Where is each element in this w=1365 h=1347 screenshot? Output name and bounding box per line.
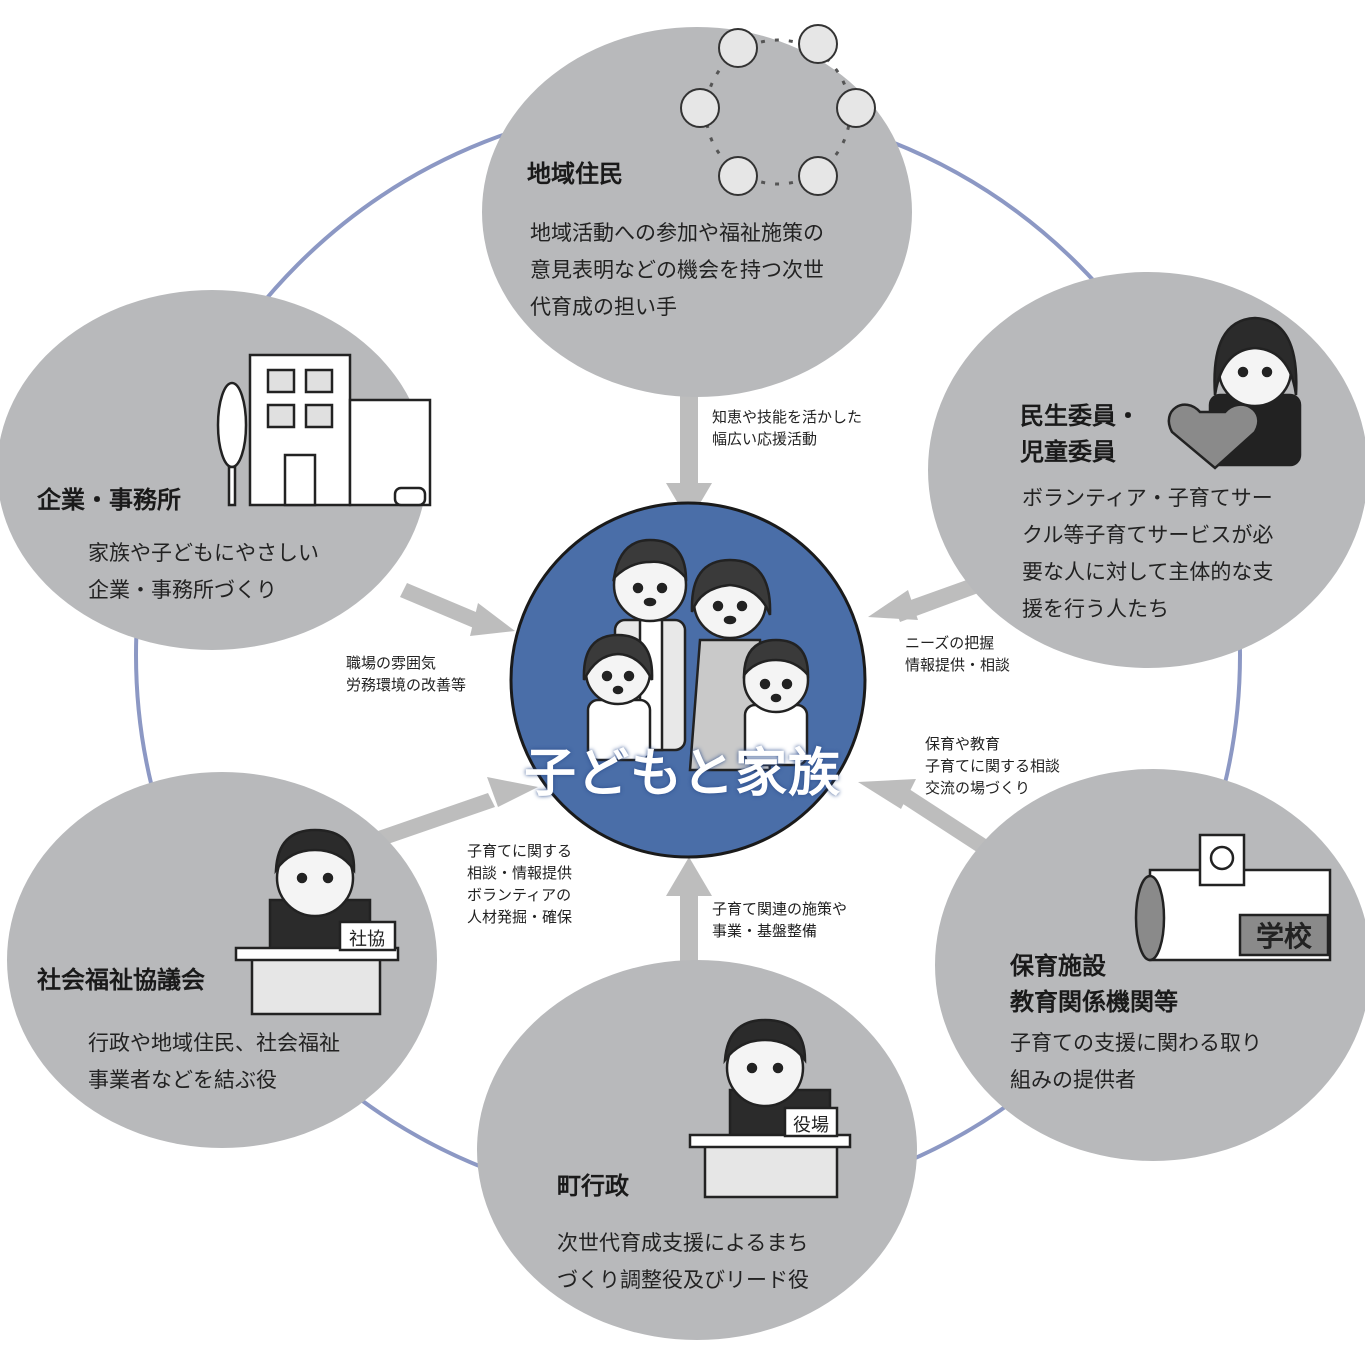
node-hoiku-title: 保育施設 教育関係機関等 [1010, 948, 1178, 1020]
arrow-shakyo-label: 子育てに関する 相談・情報提供 ボランティアの 人材発掘・確保 [467, 840, 572, 928]
node-chiiki-desc-line-1: 地域活動への参加や福祉施策の [530, 221, 824, 245]
node-hoiku-desc: 子育ての支援に関わる取り 組みの提供者 [1010, 1025, 1262, 1099]
center-label: 子どもと家族 [0, 742, 1365, 806]
nodes [0, 27, 1365, 1340]
node-kigyo-desc: 家族や子どもにやさしい 企業・事務所づくり [88, 535, 319, 609]
node-hoiku-desc-line-1: 子育ての支援に関わる取り [1010, 1031, 1262, 1055]
node-minsei-title-line-2: 児童委員 [1020, 438, 1116, 466]
node-gyosei-title: 町行政 [557, 1172, 629, 1200]
boy-figure [742, 638, 810, 767]
welfare-staff-icon [234, 828, 400, 1016]
node-chiiki-desc-line-3: 代育成の担い手 [530, 295, 677, 319]
arrow-chiiki-label-line-2: 幅広い応援活動 [712, 430, 818, 448]
node-gyosei-desc: 次世代育成支援によるまち づくり調整役及びリード役 [557, 1225, 809, 1299]
arrow-gyosei-label-line-2: 事業・基盤整備 [712, 922, 818, 940]
school-building-icon [1134, 833, 1332, 962]
arrow-shakyo-label-line-2: 相談・情報提供 [467, 864, 573, 882]
node-kigyo-desc-line-2: 企業・事務所づくり [88, 578, 277, 602]
arrow-gyosei-label: 子育て関連の施策や 事業・基盤整備 [712, 898, 847, 942]
office-building-icon [216, 353, 432, 507]
node-minsei-desc-line-3: 要な人に対して主体的な支 [1022, 560, 1274, 584]
arrow-kigyo-to-center [400, 583, 515, 636]
node-shakyo-desc: 行政や地域住民、社会福祉 事業者などを結ぶ役 [88, 1025, 340, 1099]
center-circle [509, 501, 867, 859]
node-minsei-desc: ボランティア・子育てサー クル等子育てサービスが必 要な人に対して主体的な支 援… [1022, 480, 1273, 628]
node-minsei-desc-line-4: 援を行う人たち [1022, 597, 1169, 621]
arrow-minsei-to-center [868, 577, 981, 622]
node-minsei-desc-line-2: クル等子育てサービスが必 [1022, 523, 1274, 547]
arrow-minsei-label: ニーズの把握 情報提供・相談 [905, 632, 1010, 676]
node-hoiku-title-line-1: 保育施設 [1010, 952, 1106, 980]
node-gyosei-desc-line-1: 次世代育成支援によるまち [557, 1231, 809, 1255]
node-hoiku [935, 769, 1365, 1161]
arrow-chiiki-label-line-1: 知恵や技能を活かした [712, 408, 863, 426]
node-shakyo-desc-line-2: 事業者などを結ぶ役 [88, 1068, 277, 1092]
node-kigyo-title: 企業・事務所 [37, 486, 181, 514]
arrow-kigyo-label-line-2: 労務環境の改善等 [346, 676, 467, 694]
school-sign: 学校 [1256, 920, 1313, 952]
residents-circle-icon [680, 24, 876, 196]
node-minsei-desc-line-1: ボランティア・子育てサー [1022, 486, 1273, 510]
node-shakyo-title: 社会福祉協議会 [37, 966, 205, 994]
node-chiiki-title: 地域住民 [527, 160, 623, 188]
node-hoiku-title-line-2: 教育関係機関等 [1010, 988, 1178, 1016]
node-hoiku-desc-line-2: 組みの提供者 [1010, 1068, 1136, 1092]
arrow-shakyo-label-line-3: ボランティアの [467, 886, 572, 904]
arrow-hoiku-label-line-3: 交流の場づくり [925, 779, 1031, 797]
node-shakyo-desc-line-1: 行政や地域住民、社会福祉 [88, 1031, 340, 1055]
town-office-sign: 役場 [793, 1115, 829, 1135]
arrow-shakyo-label-line-1: 子育てに関する [467, 842, 573, 860]
node-chiiki-desc: 地域活動への参加や福祉施策の 意見表明などの機会を持つ次世 代育成の担い手 [530, 215, 824, 326]
welfare-sign: 社協 [349, 929, 385, 949]
arrow-kigyo-label-line-1: 職場の雰囲気 [346, 654, 437, 672]
node-gyosei [477, 960, 917, 1340]
arrow-minsei-label-line-2: 情報提供・相談 [905, 656, 1011, 674]
arrow-chiiki-label: 知恵や技能を活かした 幅広い応援活動 [712, 406, 862, 450]
center-label-text: 子どもと家族 [524, 744, 841, 804]
node-chiiki [482, 27, 912, 397]
node-minsei-title: 民生委員・ 児童委員 [1020, 398, 1140, 470]
node-gyosei-desc-line-2: づくり調整役及びリード役 [557, 1268, 809, 1292]
arrow-shakyo-label-line-4: 人材発掘・確保 [467, 908, 573, 926]
arrow-hoiku-label: 保育や教育 子育てに関する相談 交流の場づくり [925, 733, 1060, 799]
arrow-kigyo-label: 職場の雰囲気 労務環境の改善等 [346, 652, 466, 696]
node-kigyo-desc-line-1: 家族や子どもにやさしい [88, 541, 319, 565]
node-chiiki-desc-line-2: 意見表明などの機会を持つ次世 [530, 258, 824, 282]
town-official-icon [688, 1018, 852, 1199]
arrow-minsei-label-line-1: ニーズの把握 [905, 634, 995, 652]
arrow-shakyo-to-center [378, 777, 538, 845]
heart-volunteer-icon [1167, 316, 1302, 470]
family-illustration [582, 538, 810, 772]
node-minsei-title-line-1: 民生委員・ [1020, 402, 1140, 430]
arrow-gyosei-label-line-1: 子育て関連の施策や [712, 900, 848, 918]
arrow-hoiku-label-line-2: 子育てに関する相談 [925, 757, 1061, 775]
girl-figure [582, 633, 654, 762]
arrow-hoiku-label-line-1: 保育や教育 [925, 735, 1001, 753]
